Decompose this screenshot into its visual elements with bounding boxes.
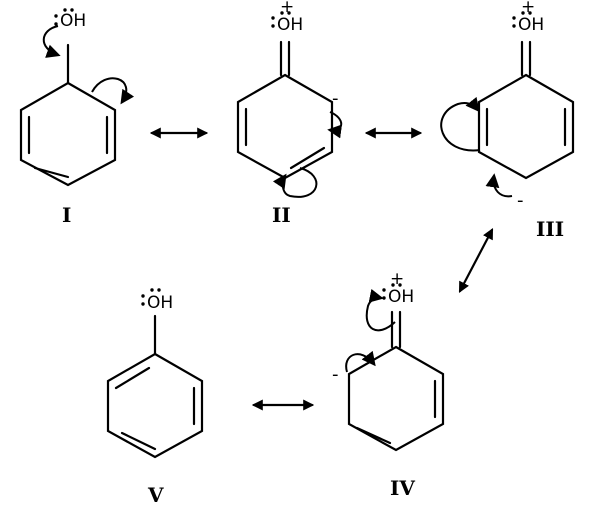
lone-pair-dot	[382, 296, 386, 300]
lone-pair-dot	[528, 11, 532, 15]
structure-I: OH I	[19, 8, 135, 227]
lone-pair-dot	[280, 11, 284, 15]
structure-IV: OH + - IV	[332, 269, 445, 500]
lone-pair-dot	[271, 24, 275, 28]
structure-label: I	[62, 203, 71, 227]
curved-arrow-icon	[440, 96, 481, 152]
structure-label: II	[272, 203, 291, 227]
hydroxyl-label: OH	[277, 15, 303, 35]
curved-arrow-icon	[485, 173, 513, 198]
curved-arrow-icon	[91, 77, 135, 105]
structure-III: OH + - III	[440, 0, 575, 241]
curved-arrow-icon	[327, 111, 343, 139]
positive-charge: +	[280, 0, 294, 17]
structure-II: OH + - II	[236, 0, 343, 227]
ring	[347, 345, 445, 452]
benzene-ring	[19, 81, 117, 187]
lone-pair-dot	[63, 8, 67, 12]
positive-charge: +	[521, 0, 535, 17]
lone-pair-dot	[150, 288, 154, 292]
resonance-arrow-icon	[458, 228, 494, 293]
hydroxyl-label: OH	[518, 15, 544, 35]
lone-pair-dot	[391, 283, 395, 287]
lone-pair-dot	[54, 22, 58, 26]
curved-arrow-icon	[345, 350, 376, 373]
lone-pair-dot	[512, 24, 516, 28]
positive-charge: +	[390, 269, 404, 289]
hydroxyl-label: OH	[60, 11, 86, 31]
lone-pair-dot	[512, 16, 516, 20]
lone-pair-dot	[54, 14, 58, 18]
structure-label: IV	[390, 476, 415, 500]
lone-pair-dot	[141, 294, 145, 298]
ring	[236, 73, 334, 180]
lone-pair-dot	[287, 11, 291, 15]
negative-charge: -	[517, 190, 524, 211]
lone-pair-dot	[521, 11, 525, 15]
lone-pair-dot	[141, 302, 145, 306]
negative-charge: -	[332, 88, 339, 109]
lone-pair-dot	[382, 288, 386, 292]
hydroxyl-label: OH	[147, 293, 173, 313]
benzene-ring	[106, 352, 204, 459]
structure-label: III	[536, 217, 564, 241]
curved-arrow-icon	[42, 25, 61, 58]
curved-arrow-icon	[365, 288, 396, 332]
negative-charge: -	[332, 364, 339, 385]
ring	[477, 73, 575, 180]
structure-label: V	[147, 483, 164, 507]
lone-pair-dot	[271, 16, 275, 20]
curved-arrow-icon	[272, 167, 318, 198]
lone-pair-dot	[157, 288, 161, 292]
structure-V: OH V	[106, 288, 204, 507]
hydroxyl-label: OH	[388, 287, 414, 307]
lone-pair-dot	[398, 283, 402, 287]
lone-pair-dot	[70, 8, 74, 12]
